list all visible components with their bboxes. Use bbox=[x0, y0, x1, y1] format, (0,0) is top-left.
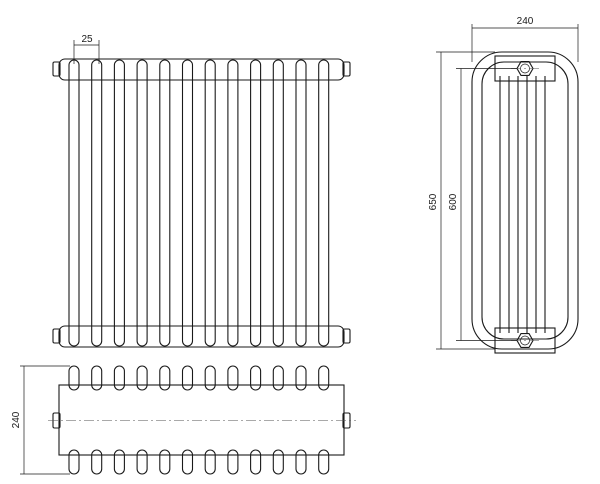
top-view-upper-stub bbox=[91, 365, 103, 391]
side-view-inner-frame bbox=[481, 61, 569, 340]
top-view-lower-stub bbox=[295, 449, 307, 475]
top-view-upper-stub bbox=[227, 365, 239, 391]
front-view-tube bbox=[159, 59, 171, 347]
front-view-tubes bbox=[68, 59, 330, 347]
top-view-lower-stub bbox=[91, 449, 103, 475]
top-view-header-body bbox=[58, 384, 345, 456]
side-view-tubes bbox=[499, 76, 546, 333]
top-view-upper-stub bbox=[68, 365, 80, 391]
top-view-lower-stub bbox=[250, 449, 262, 475]
top-view-upper-stub bbox=[181, 365, 194, 391]
front-view-tube bbox=[113, 59, 125, 347]
front-view-tube bbox=[136, 59, 148, 347]
top-view-lower-stub bbox=[272, 449, 284, 475]
front-view-tube bbox=[227, 59, 239, 347]
front-view-tube bbox=[91, 59, 103, 347]
center-distance-label: 600 bbox=[448, 193, 459, 210]
top-view-lower-stub bbox=[68, 449, 80, 475]
top-view-tube-stubs bbox=[68, 365, 330, 475]
dimension-top-depth: 240 bbox=[11, 365, 70, 475]
top-view-lower-stub bbox=[318, 449, 330, 475]
top-view-lower-stub bbox=[204, 449, 216, 475]
top-view-lower-stub bbox=[227, 449, 239, 475]
total-height-label: 650 bbox=[428, 193, 439, 210]
top-view-upper-stub bbox=[295, 365, 307, 391]
top-view: 240 bbox=[11, 365, 356, 475]
top-view-upper-stub bbox=[159, 365, 171, 391]
top-view-upper-stub bbox=[204, 365, 216, 391]
side-width-label: 240 bbox=[517, 16, 534, 27]
top-depth-label: 240 bbox=[11, 411, 22, 428]
front-view-tube bbox=[272, 59, 284, 347]
dimension-side-width: 240 bbox=[471, 16, 579, 62]
front-view-bottom-header bbox=[52, 325, 351, 348]
top-view-upper-stub bbox=[250, 365, 262, 391]
top-view-upper-stub bbox=[113, 365, 125, 391]
front-view: 25 bbox=[52, 34, 351, 348]
side-view: 240 650 600 bbox=[428, 16, 579, 354]
front-view-tube bbox=[318, 59, 330, 347]
tube-pitch-label: 25 bbox=[81, 34, 93, 45]
front-view-tube bbox=[181, 59, 194, 347]
top-view-lower-stub bbox=[113, 449, 125, 475]
front-view-top-header bbox=[52, 58, 351, 81]
front-view-tube bbox=[295, 59, 307, 347]
top-view-upper-stub bbox=[136, 365, 148, 391]
top-view-lower-stub bbox=[159, 449, 171, 475]
dimension-center-distance: 600 bbox=[448, 68, 517, 341]
front-view-tube bbox=[68, 59, 80, 347]
top-view-upper-stub bbox=[272, 365, 284, 391]
front-view-tube bbox=[204, 59, 216, 347]
top-view-lower-stub bbox=[181, 449, 194, 475]
top-view-lower-stub bbox=[136, 449, 148, 475]
front-view-tube bbox=[250, 59, 262, 347]
side-view-outer-frame bbox=[471, 51, 579, 350]
dimension-total-height: 650 bbox=[428, 51, 495, 350]
top-view-upper-stub bbox=[318, 365, 330, 391]
dimension-tube-pitch: 25 bbox=[73, 34, 100, 64]
